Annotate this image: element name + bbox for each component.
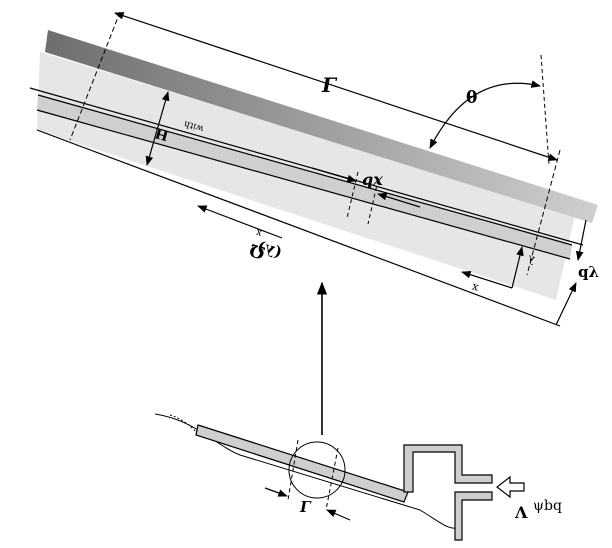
film-bottom-line (29, 87, 584, 246)
dx-arrow-right (377, 192, 421, 208)
magnified-view: Γ θ H with qx Ω x (λ) λ x qλ (29, 11, 599, 327)
y-axis-arrow (511, 246, 524, 289)
overview-view: Λ ψbq Γ (154, 413, 562, 541)
inlet-arrow (496, 475, 525, 499)
overview-ext-right (325, 447, 339, 511)
overview-length-label: Γ (299, 498, 312, 516)
x-axis-arrow (461, 270, 513, 289)
film-tip-dots (169, 414, 197, 433)
vertical-reference (540, 54, 550, 166)
dx-right-bound (367, 179, 379, 225)
extension-left (69, 11, 121, 141)
velocity-subscript: x (254, 226, 263, 238)
flow-direction-arrow (197, 205, 283, 239)
inlet-label: Λ (514, 503, 528, 522)
film-surface-line (36, 129, 561, 327)
overview-ext-left (287, 439, 299, 501)
angle-arc (429, 80, 541, 149)
dx-label: qx (362, 170, 383, 189)
inlet-subscript: ψbq (533, 498, 562, 514)
velocity-label: Ω (247, 239, 267, 262)
dy-arrow-top (575, 219, 587, 261)
angle-label: θ (466, 88, 477, 108)
feed-channel-lower (454, 491, 493, 541)
zoom-circle (288, 441, 346, 499)
thickness-arrow (145, 91, 170, 166)
dx-arrow-left (311, 167, 357, 183)
dy-label: qλ (578, 263, 599, 281)
film-outline-curve (154, 413, 459, 529)
extension-right (526, 149, 561, 276)
dy-arrow-bottom (555, 282, 577, 326)
thickness-label: H (153, 124, 170, 143)
x-axis-label: x (469, 280, 479, 294)
overview-length-arrow-left (264, 487, 288, 497)
feed-channel-upper (403, 444, 493, 493)
y-axis-label: λ (526, 252, 536, 266)
length-label: Γ (321, 73, 338, 97)
overview-plate (195, 424, 409, 503)
overview-length-arrow-right (326, 509, 351, 521)
